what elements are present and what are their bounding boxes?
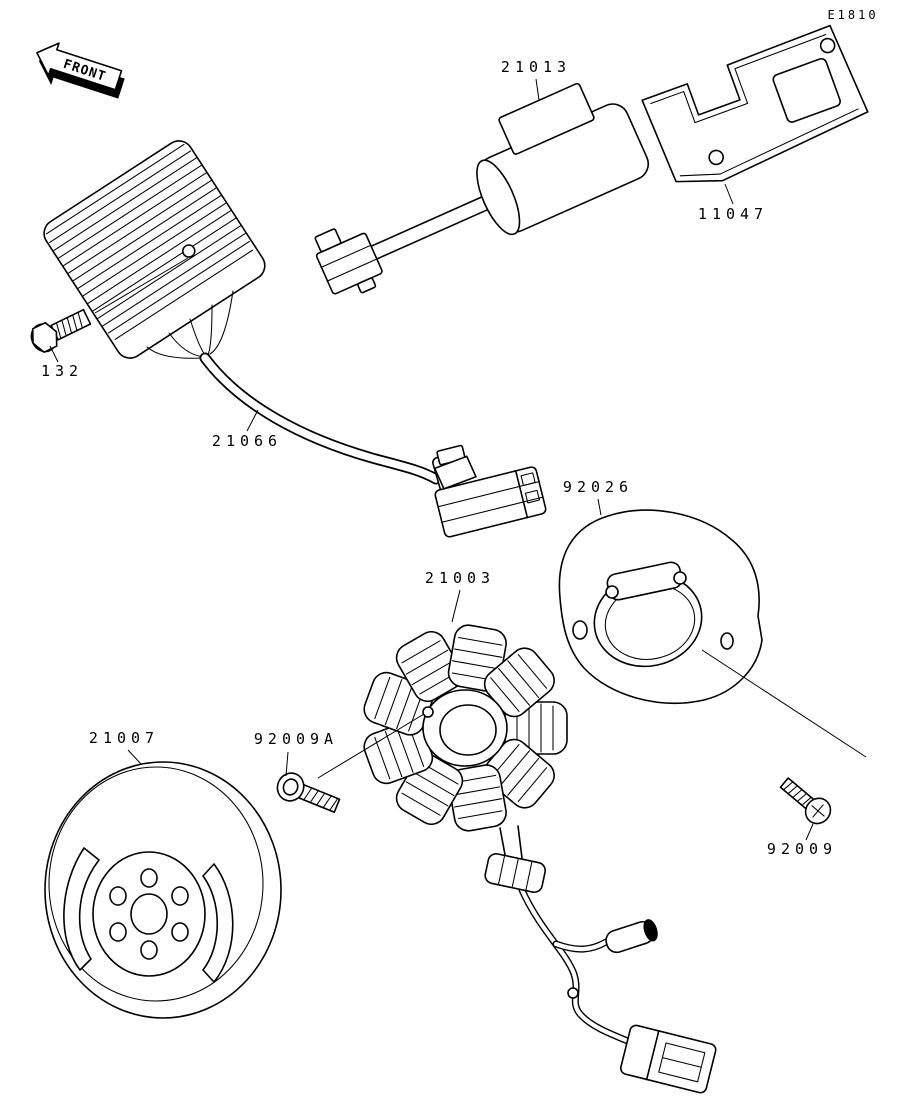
part-92009-screw [779,777,832,825]
front-arrow: FRONT [36,42,125,99]
pickup-sensor-plug [605,919,658,954]
part-label-92009: 92009 [767,840,837,858]
part-11047-bracket [641,24,869,183]
part-21066-connector [433,444,547,538]
part-label-92026: 92026 [563,478,633,496]
part-bottom-connector [619,1024,717,1094]
stator-wire [518,886,644,1050]
part-132-bolt [30,308,92,354]
harness-cable [199,352,442,485]
part-92009a-bolt [276,772,341,814]
part-label-132: 132 [41,362,83,380]
part-21007-flywheel [44,761,282,1019]
stator-grommet [484,825,547,894]
leader-21007 [127,749,142,765]
part-label-21066: 21066 [212,432,282,450]
leader-92009 [805,823,814,841]
leader-92026 [597,498,602,516]
part-label-21007: 21007 [89,729,159,747]
leader-21013 [535,78,540,101]
leader-21003 [451,589,461,623]
harness-cable-core [201,354,440,483]
leader-132 [49,345,59,363]
leader-92026-to-screw [701,649,867,758]
leader-132-to-regulator [94,257,189,314]
leader-21066 [246,409,259,432]
wire-ring [567,987,579,999]
part-21013-coil [314,82,650,295]
leader-11047 [724,183,734,205]
stator-bolt-hole [422,706,434,718]
leader-92009a [285,751,289,777]
part-92026-cover [558,509,763,704]
part-label-21013: 21013 [501,58,571,76]
part-label-92009a: 92009A [254,730,338,748]
leader-92009a-to-stator [317,713,425,779]
part-label-21003: 21003 [425,569,495,587]
sensor-wire-core [553,939,609,952]
stator-wire-core [519,887,643,1049]
part-label-11047: 11047 [698,205,768,223]
part-21003-stator [363,624,568,832]
diagram-code: E1810 [827,8,878,22]
part-regulator [43,140,266,359]
